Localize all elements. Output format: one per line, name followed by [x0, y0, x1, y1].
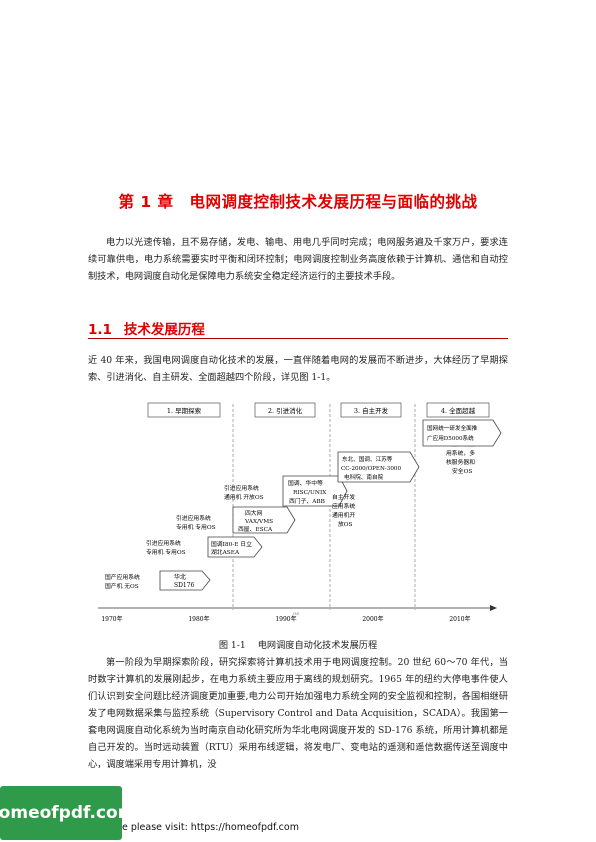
step-arrow-box — [422, 419, 502, 447]
chapter-number: 第 1 章 — [118, 193, 174, 211]
axis-year: 1980年 — [188, 615, 209, 623]
step-label-line: 国产应用系统 — [105, 573, 140, 581]
step-label-line: 应用系统 — [332, 502, 355, 510]
axis-year: 1970年 — [101, 615, 122, 623]
timeline-step: 国产应用系统 国产机 无OS 华北 SD176 — [105, 570, 211, 591]
timeline-step: 引进应用系统 专用机 专用OS 四大网 VAX/VMS 西屋、ESCA — [176, 506, 296, 534]
step-box-line: 四大网 — [245, 509, 263, 517]
step-arrow-box — [207, 536, 263, 558]
step-arrow-box — [232, 506, 296, 534]
step-label-line: 国产机 无OS — [105, 582, 139, 590]
phase-header: 3. 自主开发 — [340, 402, 402, 418]
step-box-line: 国调I80-E 日立 — [211, 540, 252, 548]
step-label-line: 引进应用系统 — [224, 484, 259, 492]
step-label-line: 放OS — [338, 520, 353, 528]
section-heading: 1.1 技术发展历程 — [88, 318, 205, 338]
step-box-line: 华北 — [174, 573, 186, 581]
figure-caption: 图 1-1 电网调度自动化技术发展历程 — [0, 637, 596, 651]
section-rule — [88, 338, 508, 339]
step-label-line: 通用机 开放OS — [224, 493, 264, 501]
step-label-line: 安全OS — [452, 467, 472, 475]
step-box-line: 东北、国调、江苏等 — [342, 455, 393, 463]
step-box-line: RISC/UNIX — [293, 490, 327, 496]
step-arrow-box — [282, 475, 348, 507]
timeline-step: 引进应用系统 专用机 专用OS 国调I80-E 日立 湖北ASEA — [146, 536, 263, 558]
step-box-line: 国调、华中等 — [288, 479, 323, 487]
axis-arrow — [490, 605, 497, 611]
site-logo[interactable]: homeofpdf.com — [0, 786, 135, 840]
axis-year: 2000年 — [362, 615, 383, 623]
step-box-line: 国网统一研发全面推 — [427, 424, 478, 432]
phase-label: 4. 全面超越 — [441, 406, 476, 415]
step-box-line: 西门子、ABB — [289, 497, 325, 505]
step-label-line: 自主开发 — [332, 493, 355, 501]
step-label-line: 专用机 专用OS — [176, 523, 216, 531]
step-box-line: VAX/VMS — [244, 519, 273, 525]
figure-caption-text: 电网调度自动化技术发展历程 — [257, 640, 378, 651]
phase-header: 4. 全面超越 — [426, 402, 490, 418]
step-label-line: 用系统，多 — [446, 449, 475, 457]
step-arrow-box — [337, 451, 420, 483]
footer-link-text[interactable]: e please visit: https://homeofpdf.com — [122, 822, 299, 833]
chapter-heading: 第 1 章电网调度控制技术发展历程与面临的挑战 — [0, 190, 596, 212]
intro-paragraph: 电力以光速传输，且不易存储，发电、输电、用电几乎同时完成；电网服务遍及千家万户，… — [88, 237, 508, 282]
step-box-line: 湖北ASEA — [211, 548, 240, 556]
figure-number: 图 1-1 — [218, 640, 246, 651]
phase-header: 2. 引进消化 — [254, 402, 316, 418]
axis-year: 1990年 — [275, 615, 296, 623]
step-label-line: 核服务器和 — [446, 458, 475, 466]
phase-header: 1. 早期探索 — [147, 402, 221, 418]
phase-label: 3. 自主开发 — [354, 406, 389, 415]
axis-tick-mark: (M) — [293, 612, 300, 616]
step-box-line: CC-2000/OPEN-3000 — [341, 466, 401, 472]
section-number: 1.1 — [88, 322, 112, 338]
step-box-line: 西屋、ESCA — [238, 526, 273, 533]
phase-label: 1. 早期探索 — [167, 406, 202, 415]
step-box-line: 广应用D5000系统 — [427, 434, 474, 442]
step-box-line: 电科院、南自院 — [344, 473, 384, 481]
timeline-step: 引进应用系统 通用机 开放OS 国调、华中等 RISC/UNIX 西门子、ABB — [224, 475, 348, 507]
timeline-step: 自主开发 应用系统 通用机开 放OS 东北、国调、江苏等 CC-2000/OPE… — [332, 451, 420, 528]
axis-year: 2010年 — [449, 615, 470, 623]
history-paragraph: 第一阶段为早期探索阶段，研究探索将计算机技术用于电网调度控制。20 世纪 60～… — [88, 657, 508, 770]
step-box-line: SD176 — [174, 582, 195, 589]
chapter-title: 电网调度控制技术发展历程与面临的挑战 — [189, 193, 478, 211]
development-history-figure: 1. 早期探索 2. 引进消化 3. 自主开发 4. 全面超越 国产应用系统 国… — [98, 402, 502, 623]
step-label-line: 专用机 专用OS — [146, 548, 186, 556]
step-label-line: 通用机开 — [332, 511, 355, 519]
step-label-line: 引进应用系统 — [176, 514, 211, 522]
section-paragraph: 近 40 年来，我国电网调度自动化技术的发展，一直伴随着电网的发展而不断进步，大… — [88, 355, 508, 383]
section-title: 技术发展历程 — [123, 322, 205, 338]
step-label-line: 引进应用系统 — [146, 539, 181, 547]
step-arrow-box — [159, 570, 211, 591]
phase-label: 2. 引进消化 — [268, 406, 303, 415]
